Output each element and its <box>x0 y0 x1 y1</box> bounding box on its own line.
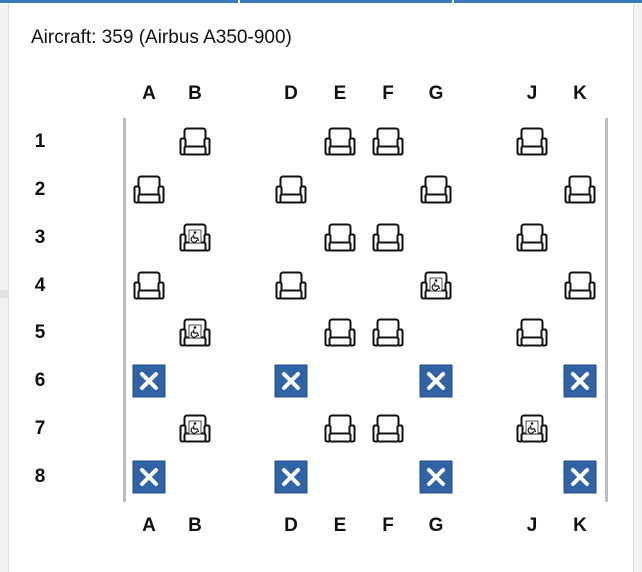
column-label-d-top: D <box>284 83 298 104</box>
seat-8k-blocked-seat-icon <box>563 460 597 494</box>
seat-7e-seat-icon[interactable] <box>323 412 357 446</box>
seat-6g-blocked-seat-icon <box>419 364 453 398</box>
tab-separator <box>452 0 454 4</box>
column-label-k-top: K <box>573 83 587 104</box>
tab-strip-right[interactable] <box>454 0 642 3</box>
column-label-j-top: J <box>526 83 538 104</box>
column-label-f-bottom: F <box>382 515 394 536</box>
left-scroll-edge <box>0 4 9 572</box>
row-label-7: 7 <box>34 418 46 439</box>
seat-5e-seat-icon[interactable] <box>323 316 357 350</box>
cabin-wall-right <box>605 118 608 502</box>
seat-5b-wheelchair-seat-icon[interactable] <box>178 316 212 350</box>
tab-strip-middle[interactable] <box>240 0 452 3</box>
column-label-e-bottom: E <box>333 515 347 536</box>
tab-separator <box>238 0 240 4</box>
right-scroll-edge <box>633 4 642 572</box>
seat-3e-seat-icon[interactable] <box>323 221 357 255</box>
seat-1j-seat-icon[interactable] <box>515 125 549 159</box>
seat-5f-seat-icon[interactable] <box>371 316 405 350</box>
column-label-b-top: B <box>188 83 202 104</box>
seat-4d-seat-icon[interactable] <box>274 269 308 303</box>
seat-6k-blocked-seat-icon <box>563 364 597 398</box>
seat-1b-seat-icon[interactable] <box>178 125 212 159</box>
aircraft-title: Aircraft: 359 (Airbus A350-900) <box>31 27 292 48</box>
seat-5j-seat-icon[interactable] <box>515 316 549 350</box>
column-label-f-top: F <box>382 83 394 104</box>
column-label-a-top: A <box>142 83 156 104</box>
row-label-5: 5 <box>34 322 46 343</box>
column-label-a-bottom: A <box>142 515 156 536</box>
row-label-8: 8 <box>34 466 46 487</box>
column-label-e-top: E <box>333 83 347 104</box>
seat-3f-seat-icon[interactable] <box>371 221 405 255</box>
column-label-g-top: G <box>428 83 444 104</box>
row-label-3: 3 <box>34 227 46 248</box>
seat-4a-seat-icon[interactable] <box>132 269 166 303</box>
row-label-2: 2 <box>34 179 46 200</box>
seat-6d-blocked-seat-icon <box>274 364 308 398</box>
seat-7b-wheelchair-seat-icon[interactable] <box>178 412 212 446</box>
row-label-1: 1 <box>34 131 46 152</box>
seat-6a-blocked-seat-icon <box>132 364 166 398</box>
seat-1f-seat-icon[interactable] <box>371 125 405 159</box>
column-label-d-bottom: D <box>284 515 298 536</box>
seat-2k-seat-icon[interactable] <box>563 173 597 207</box>
seat-4k-seat-icon[interactable] <box>563 269 597 303</box>
row-label-4: 4 <box>34 275 46 296</box>
seat-map-panel <box>9 4 633 572</box>
seat-3b-wheelchair-seat-icon[interactable] <box>178 221 212 255</box>
column-label-k-bottom: K <box>573 515 587 536</box>
column-label-g-bottom: G <box>428 515 444 536</box>
seat-3j-seat-icon[interactable] <box>515 221 549 255</box>
seat-8a-blocked-seat-icon <box>132 460 166 494</box>
seat-8d-blocked-seat-icon <box>274 460 308 494</box>
row-label-6: 6 <box>34 370 46 391</box>
seat-7j-wheelchair-seat-icon[interactable] <box>515 412 549 446</box>
seat-2d-seat-icon[interactable] <box>274 173 308 207</box>
seat-4g-wheelchair-seat-icon[interactable] <box>419 269 453 303</box>
seat-1e-seat-icon[interactable] <box>323 125 357 159</box>
column-label-j-bottom: J <box>526 515 538 536</box>
column-label-b-bottom: B <box>188 515 202 536</box>
left-edge-notch <box>0 290 9 298</box>
cabin-wall-left <box>123 118 126 502</box>
seat-2a-seat-icon[interactable] <box>132 173 166 207</box>
tab-strip-left[interactable] <box>0 0 238 3</box>
seat-7f-seat-icon[interactable] <box>371 412 405 446</box>
top-tab-bar <box>0 0 642 4</box>
seat-2g-seat-icon[interactable] <box>419 173 453 207</box>
seat-8g-blocked-seat-icon <box>419 460 453 494</box>
